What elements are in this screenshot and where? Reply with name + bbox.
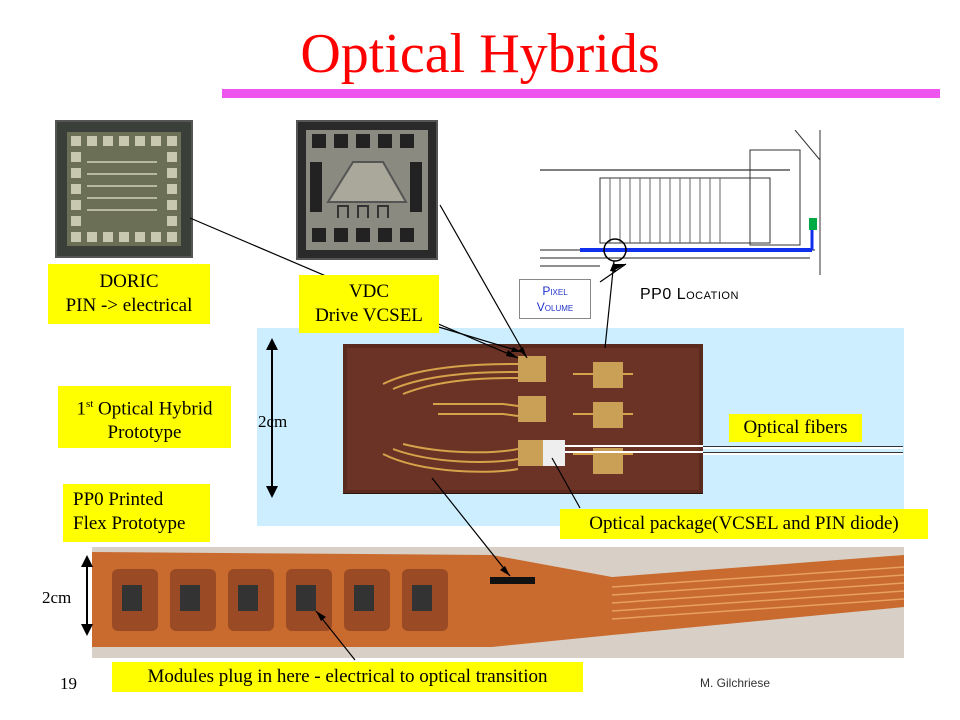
ordinal-suffix: st — [85, 398, 94, 410]
pixel-volume-line1: Pixel — [542, 284, 568, 298]
pp0-flex-image — [92, 547, 905, 658]
pp0-flex-label: PP0 Printed Flex Prototype — [63, 484, 210, 542]
modules-plug-label: Modules plug in here - electrical to opt… — [112, 662, 583, 692]
pp0-label-line2: Flex Prototype — [73, 513, 186, 534]
title-rule — [222, 89, 940, 98]
hybrid-dimension-label: 2cm — [258, 412, 288, 431]
doric-label-line1: DORIC — [99, 271, 159, 292]
optical-fiber-line — [703, 446, 903, 449]
pixel-volume-line2: Volume — [536, 300, 574, 314]
doric-chip-image — [55, 120, 193, 258]
author-credit: M. Gilchriese — [700, 676, 771, 690]
doric-label-line2: PIN -> electrical — [65, 295, 193, 316]
ordinal-number: 1 — [76, 398, 86, 420]
page-number: 19 — [60, 674, 77, 693]
optical-package-label: Optical package(VCSEL and PIN diode) — [560, 509, 928, 539]
pp0-location-diagram — [540, 129, 830, 275]
hybrid-label-text: Optical Hybrid — [93, 398, 213, 420]
pp0-label-line1: PP0 Printed — [73, 489, 164, 510]
optical-fibers-label: Optical fibers — [729, 414, 862, 442]
vdc-label-line1: VDC — [348, 281, 390, 302]
hybrid-label-line2: Prototype — [107, 422, 182, 444]
optical-fiber-line — [703, 452, 903, 455]
pp0-location-label: PP0 Location — [640, 286, 739, 303]
flex-dimension-label: 2cm — [42, 588, 72, 607]
doric-label: DORIC PIN -> electrical — [48, 264, 210, 324]
vdc-label-line2: Drive VCSEL — [315, 305, 423, 326]
vdc-label: VDC Drive VCSEL — [299, 275, 439, 333]
slide-title: Optical Hybrids — [300, 23, 660, 85]
vdc-chip-image — [296, 120, 438, 260]
optical-hybrid-board-image — [343, 344, 703, 495]
hybrid-label-line1: 1st Optical Hybrid — [58, 392, 231, 421]
hybrid-prototype-label: 1st Optical Hybrid Prototype — [58, 386, 231, 448]
pixel-volume-label: Pixel Volume — [519, 279, 591, 319]
